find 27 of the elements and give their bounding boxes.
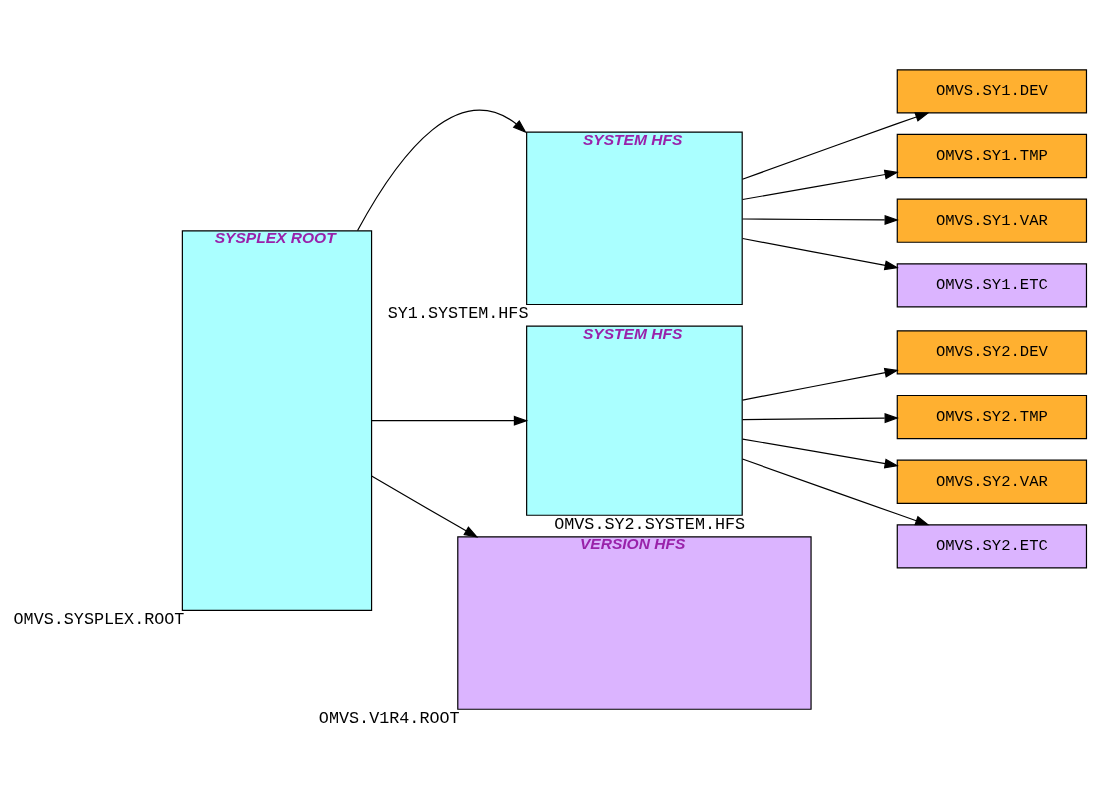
arrow [742, 169, 899, 200]
arrow [741, 457, 930, 525]
node-label: OMVS.SYSPLEX.ROOT [13, 609, 185, 629]
arrow [371, 415, 529, 426]
node-box: SYSTEM HFS [526, 130, 743, 305]
arrow [742, 367, 899, 401]
node-box: OMVS.SY1.ETC [896, 262, 1088, 307]
node-label: SY1.SYSTEM.HFS [387, 303, 529, 323]
node-box: OMVS.SY1.VAR [896, 198, 1088, 243]
node-box: OMVS.SY2.VAR [896, 459, 1088, 504]
arrow [742, 437, 899, 468]
arrow [742, 237, 899, 270]
arrow [741, 111, 930, 180]
node-label: OMVS.V1R4.ROOT [318, 708, 460, 728]
node-box: OMVS.SY1.DEV [896, 68, 1088, 113]
node-box: OMVS.SY2.TMP [896, 394, 1088, 439]
node-box: SYSPLEX ROOT [181, 229, 373, 611]
arrow [356, 109, 527, 231]
arrow [371, 474, 479, 538]
node-box: OMVS.SY2.ETC [896, 523, 1088, 569]
node-box: SYSTEM HFS [526, 324, 743, 516]
node-box: OMVS.SY2.DEV [896, 329, 1088, 375]
node-box: OMVS.SY1.TMP [896, 133, 1088, 178]
arrow [742, 412, 899, 423]
node-box: VERSION HFS [457, 535, 812, 710]
arrow [742, 214, 899, 225]
node-label: OMVS.SY2.SYSTEM.HFS [554, 514, 746, 534]
